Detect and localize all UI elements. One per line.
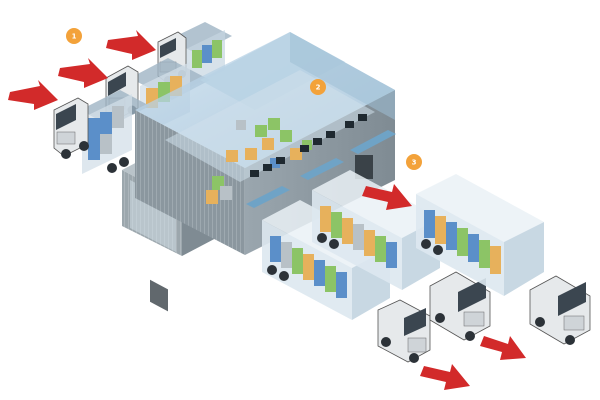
step-badge-label: 1 bbox=[72, 33, 77, 41]
inbound-truck-1 bbox=[53, 90, 150, 174]
loading-docks bbox=[150, 130, 396, 312]
outbound-arrows bbox=[362, 184, 526, 390]
step-badge-2: 2 bbox=[310, 79, 326, 95]
cargo-box-icon bbox=[226, 150, 238, 162]
cargo-box-icon bbox=[268, 118, 280, 130]
outbound-truck-middle bbox=[312, 170, 491, 341]
cargo-boxes bbox=[270, 236, 347, 298]
red-direction-arrow-icon bbox=[420, 364, 470, 390]
red-direction-arrow-icon bbox=[480, 336, 526, 360]
step-badge-1: 1 bbox=[66, 28, 82, 44]
semi-truck-icon bbox=[267, 265, 431, 363]
warehouse-icon bbox=[122, 32, 396, 312]
red-direction-arrow-icon bbox=[362, 184, 412, 210]
step-badge-label: 2 bbox=[316, 84, 321, 92]
outbound-truck-right bbox=[416, 174, 591, 345]
red-direction-arrow-icon bbox=[106, 30, 156, 60]
cargo-boxes bbox=[424, 210, 501, 274]
step-badge-3: 3 bbox=[406, 154, 422, 170]
semi-truck-icon bbox=[53, 97, 129, 173]
cargo-box-icon bbox=[206, 190, 218, 204]
cargo-boxes bbox=[320, 206, 397, 268]
red-direction-arrow-icon bbox=[8, 80, 58, 110]
cargo-box-icon bbox=[262, 138, 274, 150]
cargo-box-icon bbox=[290, 148, 302, 160]
semi-truck-icon bbox=[317, 233, 491, 341]
cargo-boxes bbox=[192, 40, 222, 68]
red-direction-arrow-icon bbox=[58, 58, 108, 88]
semi-truck-icon bbox=[421, 239, 591, 345]
cargo-box-icon bbox=[220, 186, 232, 200]
cargo-box-icon bbox=[280, 130, 292, 142]
cargo-box-icon bbox=[270, 158, 280, 168]
cargo-box-icon bbox=[255, 125, 267, 137]
step-badge-label: 3 bbox=[412, 159, 417, 167]
cargo-boxes bbox=[88, 106, 124, 160]
cargo-box-icon bbox=[245, 148, 257, 160]
warehouse-windows bbox=[250, 114, 367, 177]
inbound-arrows bbox=[8, 30, 156, 110]
cargo-box-icon bbox=[236, 120, 246, 130]
